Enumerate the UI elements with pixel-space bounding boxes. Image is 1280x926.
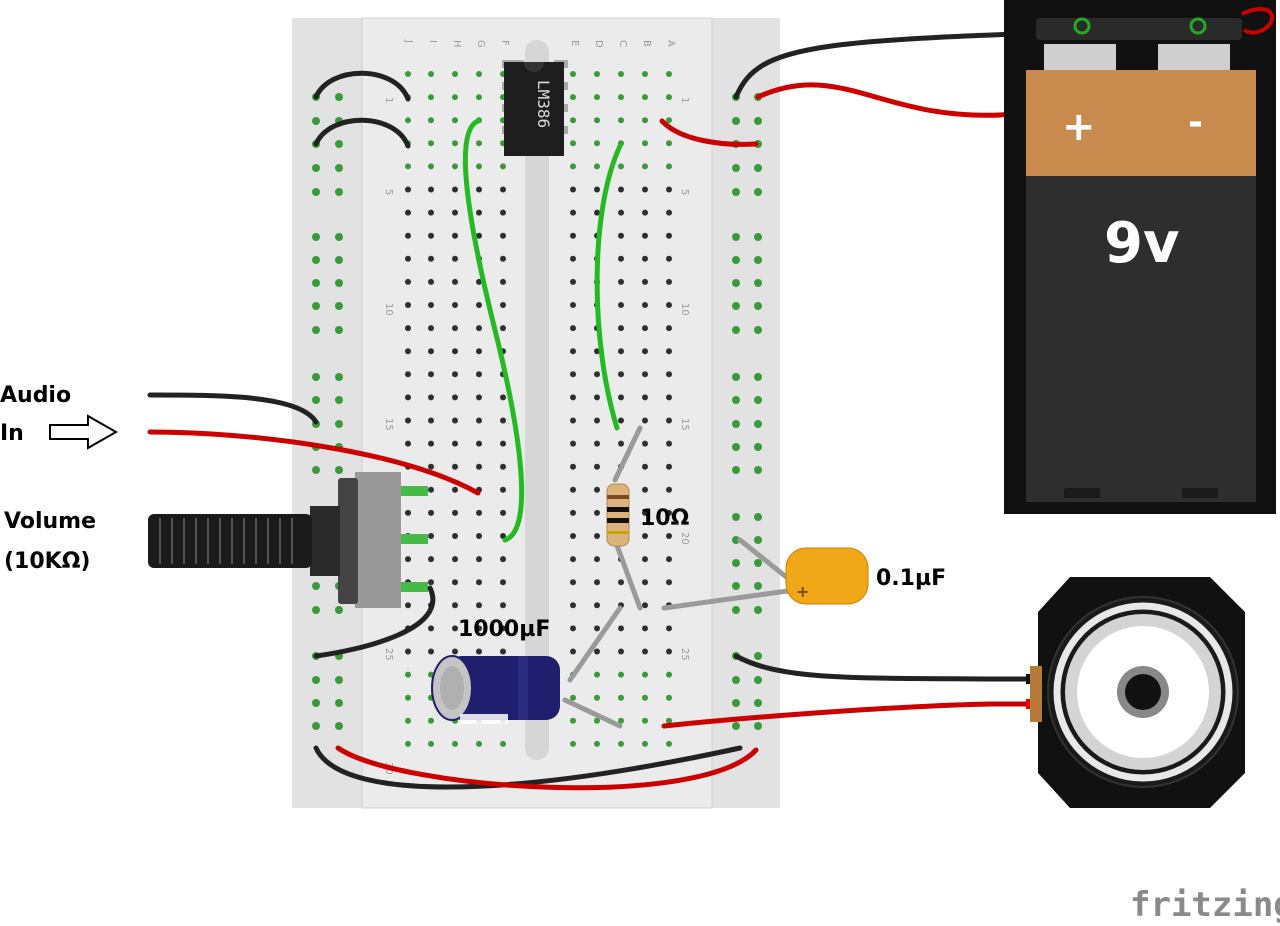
red-wire-rail (659, 118, 759, 147)
green-wire-left (462, 118, 525, 543)
col-letter-f: F (499, 40, 510, 46)
row-number-20-right: 20 (679, 532, 690, 545)
black-wire-pot-ground (313, 585, 436, 659)
battery-minus-label: - (1188, 102, 1203, 143)
fritzing-logo: fritzing (1130, 885, 1280, 925)
component-legs (562, 425, 798, 729)
row-number-25-right: 25 (679, 648, 690, 661)
col-letter-i: I (427, 40, 438, 43)
cap-large-label: 1000µF (458, 617, 550, 642)
black-wire-rail-2 (313, 117, 411, 149)
black-wire-audio (147, 392, 319, 425)
resistor-label: 10Ω (640, 506, 690, 531)
col-letter-b: B (641, 40, 652, 47)
col-letter-c: C (617, 40, 628, 47)
audio-in-label-line2: In (0, 421, 24, 446)
red-wire-speaker (661, 701, 1035, 729)
col-letter-g: G (475, 40, 486, 48)
col-letter-a: A (665, 40, 676, 47)
row-number-10-right: 10 (679, 303, 690, 316)
capacitor-0-1uf: + (785, 547, 869, 605)
black-wire-bottom-rails (313, 745, 743, 790)
row-number-15-left: 15 (383, 418, 394, 431)
speaker (1030, 577, 1245, 808)
lm386-chip: LM386 (502, 60, 568, 156)
battery-plus-label: + (1062, 104, 1096, 150)
black-wire-speaker (733, 653, 1035, 682)
input-arrow-icon (49, 414, 119, 450)
chip-label: LM386 (534, 80, 553, 128)
resistor-10-ohm (606, 483, 630, 547)
col-letter-d: D (593, 40, 604, 48)
battery-voltage-label: 9v (1104, 211, 1179, 276)
row-number-15-right: 15 (679, 418, 690, 431)
row-number-25-left: 25 (383, 648, 394, 661)
row-number-1-left: 1 (383, 97, 394, 103)
volume-label-line1: Volume (4, 509, 96, 534)
green-jumper-wires (462, 118, 623, 543)
col-letter-h: H (451, 40, 462, 48)
cap-plus-sign: + (796, 582, 809, 601)
center-channel (525, 40, 549, 760)
green-wire-right (594, 143, 623, 431)
col-letter-j: J (403, 39, 414, 43)
capacitor-1000uf (431, 655, 560, 724)
row-number-10-left: 10 (383, 303, 394, 316)
row-number-5-right: 5 (679, 189, 690, 195)
row-number-1-right: 1 (679, 97, 690, 103)
red-wire-audio (147, 429, 481, 496)
potentiometer (148, 472, 428, 608)
volume-label-line2: (10KΩ) (4, 549, 90, 574)
col-letter-e: E (569, 40, 580, 46)
battery-9v: + - 9v (1004, 0, 1276, 514)
red-wire-bottom-rails (335, 745, 759, 791)
row-number-5-left: 5 (383, 189, 394, 195)
black-wire-rail-1 (313, 70, 411, 102)
cap-small-label: 0.1µF (876, 566, 946, 591)
audio-in-label-line1: Audio (0, 383, 71, 408)
